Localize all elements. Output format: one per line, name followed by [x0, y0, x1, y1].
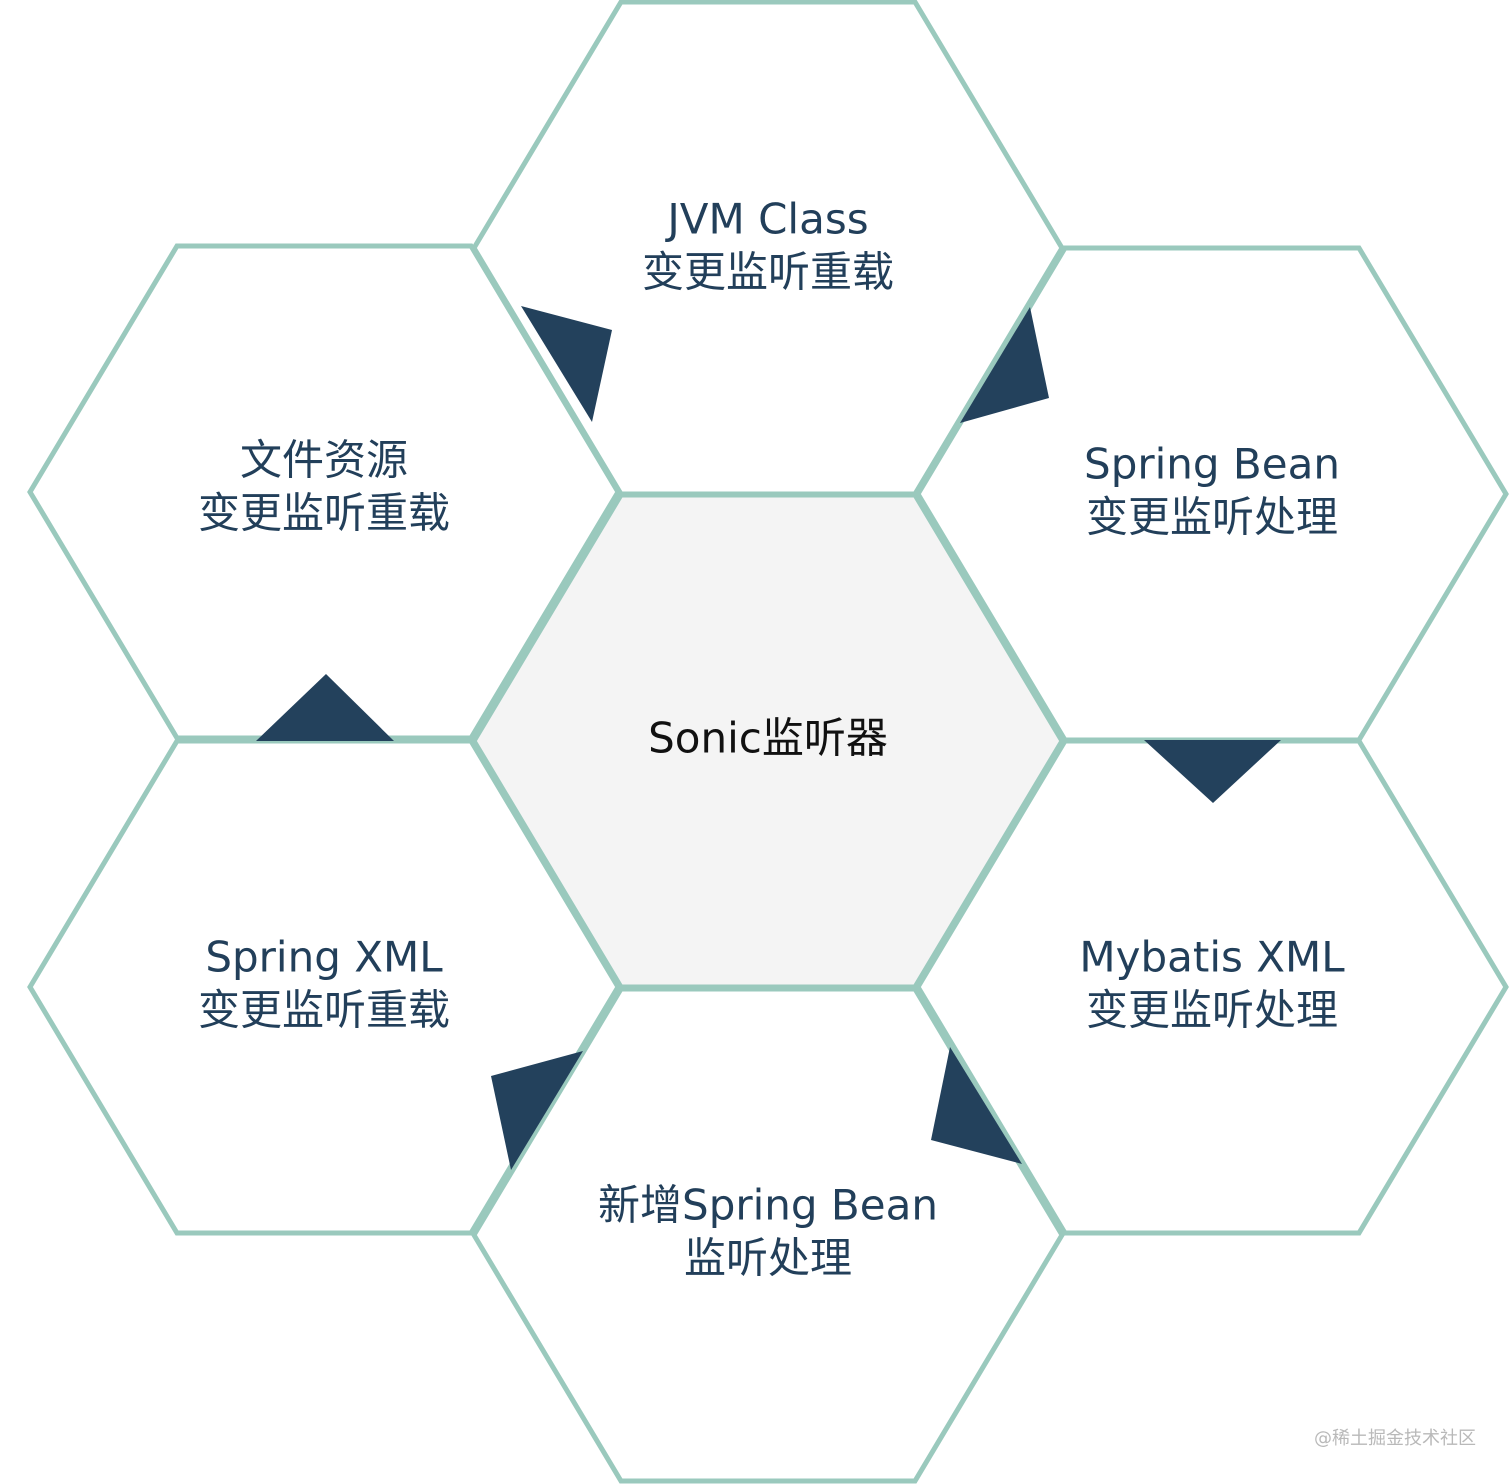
- label-upper-left-line-2: 变更监听重载: [198, 489, 450, 538]
- label-lower-left-line-2: 变更监听重载: [198, 986, 450, 1035]
- label-lower-right-line-1: Mybatis XML: [1079, 933, 1345, 982]
- label-center-line-1: Sonic监听器: [648, 714, 888, 763]
- label-upper-left-line-1: 文件资源: [240, 436, 408, 485]
- label-lower-left-line-1: Spring XML: [205, 933, 443, 982]
- watermark: @稀土掘金技术社区: [1314, 1428, 1476, 1449]
- arrow-lower-right-to-bottom: [931, 1047, 1022, 1164]
- arrow-upper-right-to-lower-right: [1144, 740, 1281, 803]
- arrow-upper-left-to-top: [521, 306, 612, 422]
- label-bottom-line-1: 新增Spring Bean: [598, 1181, 938, 1230]
- label-bottom-line-2: 监听处理: [684, 1234, 852, 1283]
- hexagon-lower-left: [27, 738, 621, 1236]
- label-upper-right-line-2: 变更监听处理: [1086, 493, 1338, 542]
- hexagon-center: [471, 492, 1065, 990]
- label-top-line-1: JVM Class: [664, 195, 868, 244]
- label-top-line-2: 变更监听重载: [642, 248, 894, 297]
- label-lower-right-line-2: 变更监听处理: [1086, 986, 1338, 1035]
- arrow-top-to-upper-right: [960, 307, 1049, 423]
- arrow-lower-left-to-upper-left: [256, 674, 394, 741]
- hexagon-lower-right: [915, 738, 1509, 1236]
- arrow-bottom-to-lower-left: [491, 1051, 583, 1170]
- label-upper-right-line-1: Spring Bean: [1084, 440, 1340, 489]
- hexagon-upper-left: [27, 243, 621, 741]
